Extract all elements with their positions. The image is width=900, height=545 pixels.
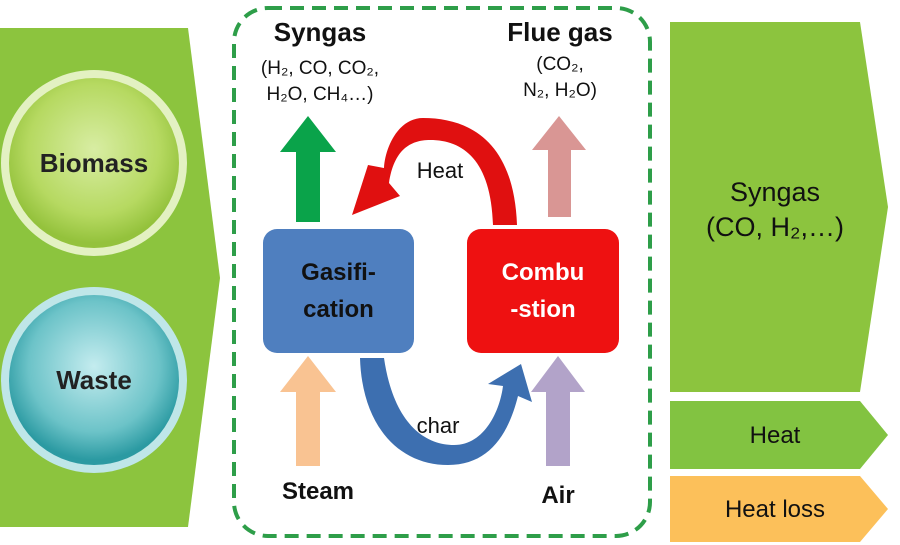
syngas-composition-line1: (H₂, CO, CO₂, (260, 58, 380, 79)
heat-loss-output-label: Heat loss (724, 496, 826, 523)
flue-gas-composition-line1: (CO₂, (536, 54, 584, 75)
heat-output-label: Heat (749, 422, 801, 449)
flue-gas-title: Flue gas (507, 17, 613, 47)
air-label: Air (541, 482, 575, 509)
gasification-label-line1: Gasifi- (301, 259, 376, 286)
char-loop-arrow (360, 358, 532, 465)
gasification-label-line2: cation (303, 296, 374, 323)
biomass-label: Biomass (39, 148, 149, 178)
waste-label: Waste (56, 365, 132, 395)
syngas-composition-line2: H₂O, CH₄…) (266, 84, 374, 105)
gasification-box (263, 229, 414, 353)
syngas-output-panel (670, 22, 888, 392)
combustion-box (467, 229, 619, 353)
heat-loop-arrow (352, 118, 517, 225)
heat-loss-output-panel (670, 476, 888, 542)
flue-gas-composition-line2: N₂, H₂O) (523, 80, 597, 101)
heat-output-panel (670, 401, 888, 469)
flue-gas-arrow (532, 116, 586, 217)
combustion-label-line1: Combu (501, 259, 585, 286)
steam-arrow (280, 356, 336, 466)
syngas-output-line2: (CO, H₂,…) (706, 212, 844, 242)
biomass-circle (9, 78, 179, 248)
combustion-label-line2: -stion (510, 296, 576, 323)
char-loop-label: char (416, 413, 460, 438)
syngas-arrow (280, 116, 336, 222)
steam-label: Steam (281, 478, 355, 505)
air-arrow (531, 356, 585, 466)
heat-loop-label: Heat (416, 158, 464, 183)
syngas-output-line1: Syngas (729, 177, 821, 207)
waste-circle (9, 295, 179, 465)
syngas-title: Syngas (273, 17, 367, 47)
process-boundary (232, 6, 652, 538)
